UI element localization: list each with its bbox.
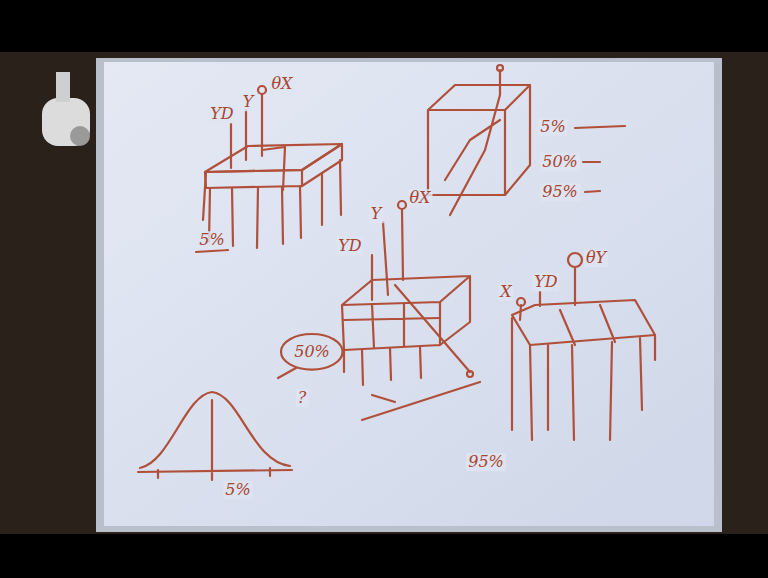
beam-grid	[344, 303, 440, 348]
stake-foot	[467, 371, 473, 377]
sketch-label: 95%	[466, 453, 506, 471]
bubble-text: 50%	[294, 343, 330, 361]
bubble-tail	[278, 368, 296, 378]
screen-border	[96, 58, 722, 532]
stake-head	[497, 65, 503, 71]
dashes	[575, 126, 625, 192]
stakes	[520, 268, 575, 320]
ground-line	[362, 382, 480, 420]
sketch-label: θX	[407, 189, 432, 207]
sketch-label: θX	[269, 75, 294, 93]
wall	[0, 52, 768, 534]
sketch-label: ?	[296, 389, 309, 407]
sketch-label: Y	[369, 205, 384, 223]
block-lines	[445, 70, 500, 215]
projection-screen	[104, 62, 714, 526]
sketch-label: 95%	[540, 183, 580, 201]
bell-curve	[140, 392, 290, 468]
sketch-label: θY	[584, 249, 608, 267]
sketch-label: YD	[336, 237, 363, 255]
sketch-label: 5%	[538, 118, 567, 136]
sketch-label: YD	[532, 273, 559, 291]
columns	[344, 347, 421, 385]
sketch-label: 5%	[223, 481, 252, 499]
stake-head	[568, 253, 582, 267]
stake-head	[258, 86, 266, 94]
sketch-label: X	[498, 283, 513, 301]
beam	[342, 276, 470, 350]
ticks	[158, 468, 270, 478]
legs	[512, 318, 655, 440]
circled-note: 50%	[280, 333, 344, 371]
roof	[512, 300, 655, 345]
sketch-label: YD	[208, 105, 235, 123]
stake-head	[398, 201, 406, 209]
block	[428, 85, 530, 195]
bubble-ellipse	[281, 334, 343, 370]
stakes	[231, 94, 285, 190]
underline	[196, 250, 228, 252]
axes	[138, 400, 292, 480]
sketch-label: 50%	[540, 153, 580, 171]
stakes	[372, 210, 470, 372]
sketch	[138, 65, 655, 480]
camera	[42, 72, 90, 146]
sketch-label: 5%	[197, 231, 226, 249]
stake-head	[517, 298, 525, 306]
sketch-label: Y	[241, 93, 256, 111]
